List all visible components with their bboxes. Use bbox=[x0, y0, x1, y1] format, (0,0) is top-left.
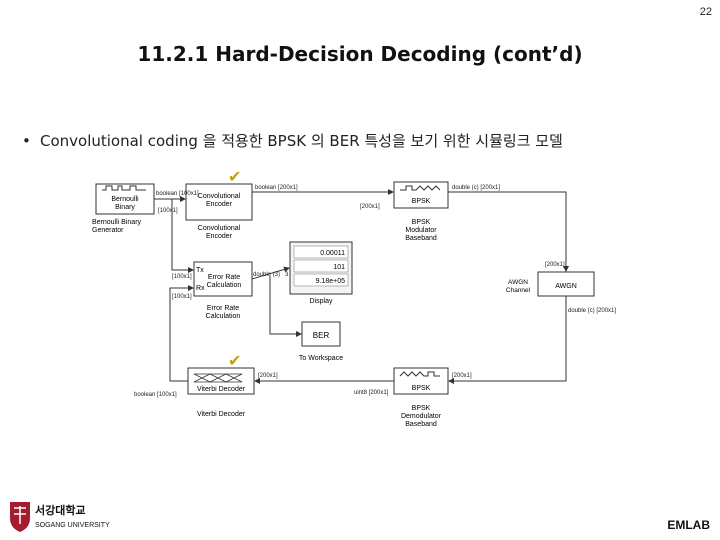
label-size-100c: [100x1] bbox=[172, 294, 192, 300]
bullet-item: • Convolutional coding 을 적용한 BPSK 의 BER 특… bbox=[22, 130, 563, 151]
label-size-100b: [100x1] bbox=[172, 274, 192, 280]
university-seal-icon bbox=[10, 502, 30, 532]
label-size-200d: [200x1] bbox=[258, 373, 278, 379]
lab-name: EMLAB bbox=[667, 518, 710, 532]
label-bool-100b: boolean [100x1] bbox=[134, 392, 177, 398]
ber-name: BER bbox=[313, 331, 330, 340]
label-size-200c: [200x1] bbox=[452, 373, 472, 379]
label-double3: double (3) bbox=[253, 272, 280, 278]
viterbi-name: Viterbi Decoder bbox=[197, 386, 246, 393]
label-bool-200: boolean [200x1] bbox=[255, 185, 298, 191]
display-caption: Display bbox=[310, 298, 333, 305]
label-port3: 3 bbox=[285, 272, 289, 278]
label-size-100: [100x1] bbox=[158, 208, 178, 214]
bpsk-demod-name: BPSK bbox=[412, 385, 431, 392]
display-value-2: 101 bbox=[333, 264, 345, 271]
bullet-marker: • bbox=[22, 132, 31, 150]
error-rate-rx: Rx bbox=[196, 285, 205, 292]
display-block[interactable]: 0.00011 101 9.18e+05 Display bbox=[289, 241, 353, 305]
awgn-name: AWGN bbox=[555, 283, 577, 290]
university-name-en: SOGANG UNIVERSITY bbox=[35, 522, 110, 529]
label-uint8-200: uint8 [200x1] bbox=[354, 390, 389, 396]
ber-workspace-block[interactable]: BER To Workspace bbox=[299, 321, 343, 362]
ber-caption: To Workspace bbox=[299, 355, 343, 362]
slide-title: 11.2.1 Hard-Decision Decoding (cont’d) bbox=[137, 42, 583, 66]
label-size-200: [200x1] bbox=[360, 204, 380, 210]
viterbi-decoder-block[interactable]: Viterbi Decoder Viterbi Decoder bbox=[187, 367, 255, 418]
label-double-c-200: double (c) [200x1] bbox=[452, 185, 500, 191]
display-value-3: 9.18e+05 bbox=[316, 278, 345, 285]
decoder-checkmark-icon: ✔ bbox=[228, 353, 241, 370]
university-name-ko: 서강대학교 bbox=[35, 503, 86, 517]
signal-wires bbox=[154, 189, 569, 384]
signal-labels: boolean [100x1] [100x1] boolean [200x1] … bbox=[134, 185, 616, 398]
display-value-1: 0.00011 bbox=[320, 250, 345, 257]
label-double-c-200b: double (c) [200x1] bbox=[568, 308, 616, 314]
university-logo: 서강대학교 SOGANG UNIVERSITY bbox=[10, 502, 110, 532]
bpsk-mod-name: BPSK bbox=[412, 198, 431, 205]
page-number: 22 bbox=[699, 6, 712, 18]
bullet-text: Convolutional coding 을 적용한 BPSK 의 BER 특성… bbox=[40, 132, 563, 150]
viterbi-caption: Viterbi Decoder bbox=[197, 411, 246, 418]
label-size-200b: [200x1] bbox=[545, 262, 565, 268]
label-bool-100: boolean [100x1] bbox=[156, 191, 199, 197]
error-rate-tx: Tx bbox=[196, 267, 204, 274]
encoder-checkmark-icon: ✔ bbox=[228, 170, 241, 186]
